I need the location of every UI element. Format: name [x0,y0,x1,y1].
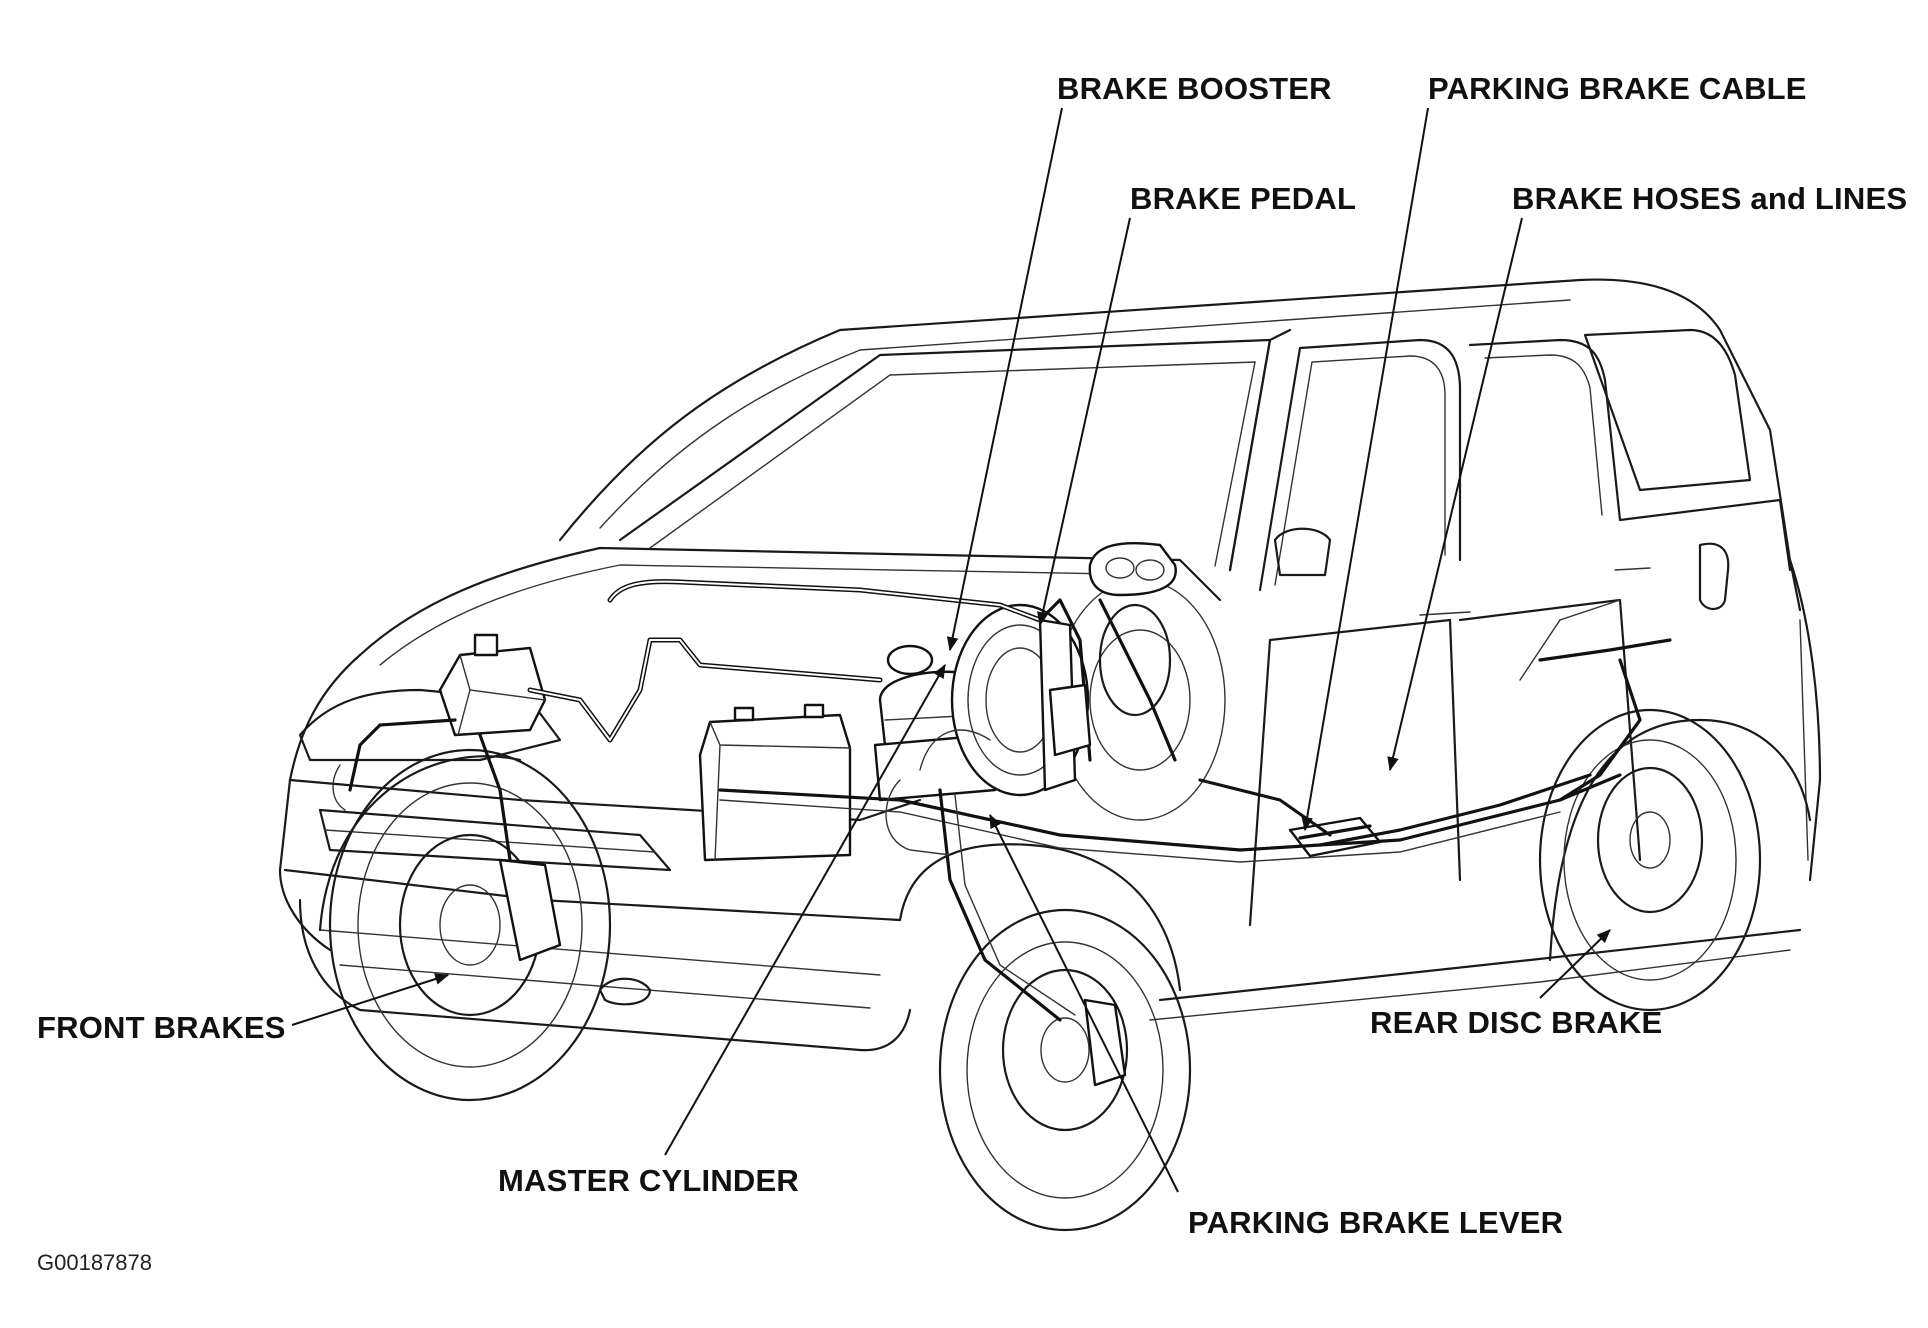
leader-brake-pedal [1037,217,1131,627]
label-brake-booster: BRAKE BOOSTER [1057,71,1332,106]
rear-right-wheel [1538,708,1762,1012]
instrument-cluster [1088,542,1177,597]
label-brake-pedal: BRAKE PEDAL [1130,181,1357,216]
label-master-cylinder: MASTER CYLINDER [498,1163,799,1198]
front-right-wheel [938,908,1192,1232]
leader-front-brakes [291,973,450,1026]
pedal-assembly [1038,598,1092,762]
leader-brake-hoses-lines [1387,217,1523,772]
figure-id: G00187878 [37,1250,152,1275]
label-brake-hoses-and-lines: BRAKE HOSES and LINES [1512,181,1908,216]
label-front-brakes: FRONT BRAKES [37,1010,286,1045]
front-left-wheel [328,748,612,1102]
leader-brake-booster [946,107,1063,652]
battery [698,703,852,862]
label-parking-brake-lever: PARKING BRAKE LEVER [1188,1205,1564,1240]
leader-parking-brake-cable [1301,107,1429,832]
leader-rear-disc-brake [1539,929,1611,999]
brake-lines [332,579,1672,1022]
leader-master-cylinder [664,663,946,1156]
abs-modulator [438,633,547,737]
leader-lines [291,107,1611,1193]
label-parking-brake-cable: PARKING BRAKE CABLE [1428,71,1807,106]
steering-column [1098,598,1177,762]
label-rear-disc-brake: REAR DISC BRAKE [1370,1005,1663,1040]
leader-parking-brake-lever [989,813,1179,1193]
